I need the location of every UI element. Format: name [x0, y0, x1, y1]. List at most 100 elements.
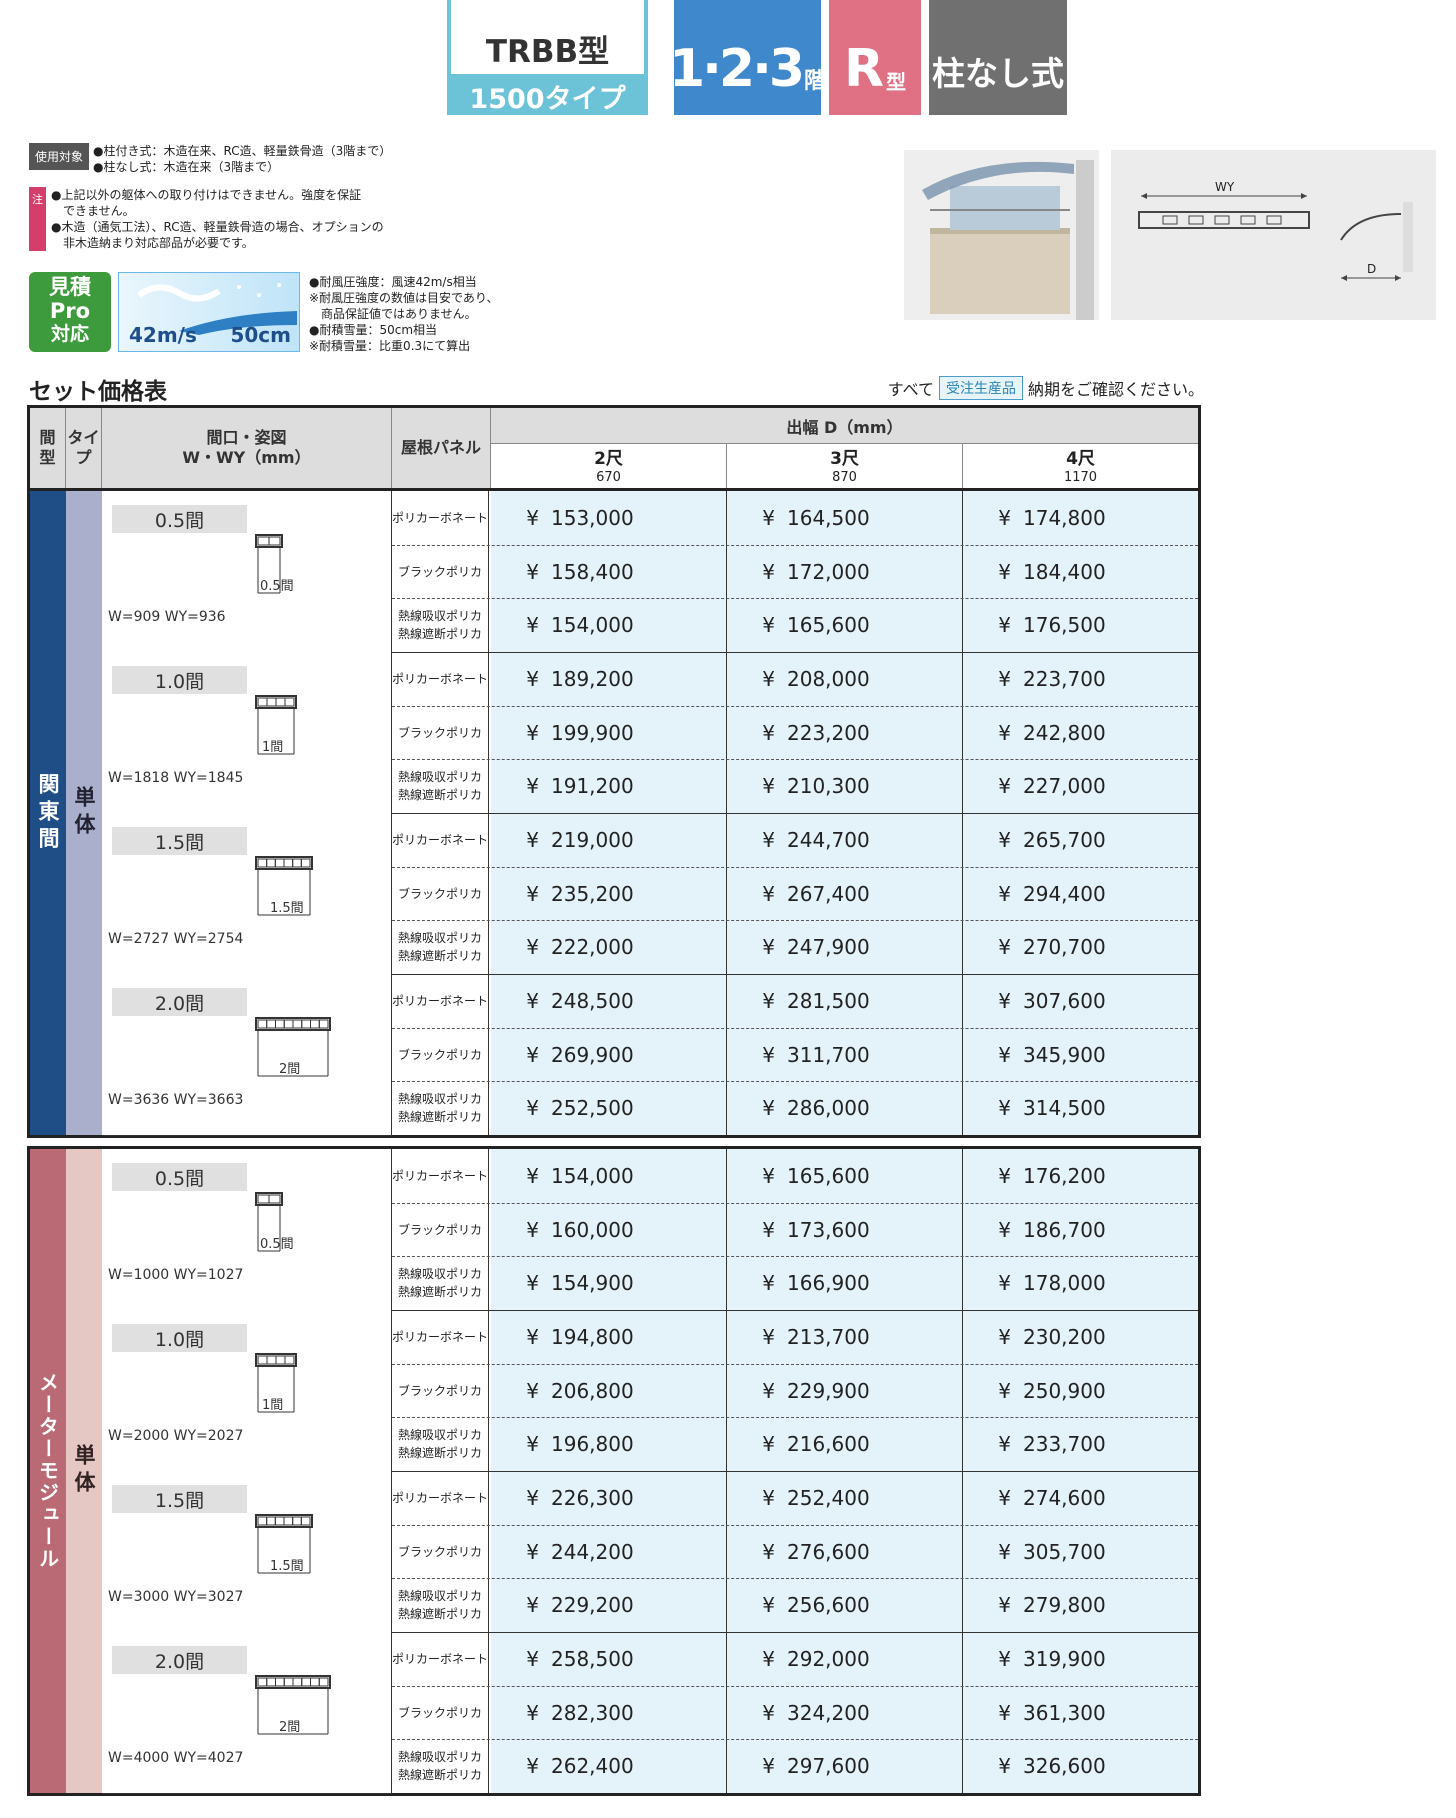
yen-sign: ¥ — [526, 720, 539, 745]
r-type-value: R — [843, 39, 885, 99]
yen-sign: ¥ — [998, 1096, 1011, 1121]
price-cell: ¥345,900 — [963, 1027, 1198, 1082]
panel-type: 熱線吸収ポリカ 熱線遮断ポリカ — [392, 1578, 489, 1633]
width-figure-icon — [255, 1514, 313, 1574]
header-type: タイ プ — [66, 408, 102, 488]
price-value: 206,800 — [551, 1378, 634, 1403]
yen-sign: ¥ — [762, 506, 775, 530]
yen-sign: ¥ — [526, 1217, 539, 1242]
panel-type: ポリカーボネート — [392, 813, 489, 867]
price-cell: ¥269,900 — [491, 1027, 727, 1082]
width-label: 0.5間 — [112, 505, 247, 533]
order-note: すべて 受注生産品 納期をご確認ください。 — [888, 376, 1204, 400]
row-divider — [392, 866, 1198, 868]
yen-sign: ¥ — [526, 774, 539, 799]
price-value: 307,600 — [1023, 989, 1106, 1013]
yen-sign: ¥ — [762, 1539, 775, 1564]
w-wy-value: W=4000 WY=4027 — [108, 1750, 244, 1766]
price-value: 219,000 — [551, 828, 634, 852]
price-value: 165,600 — [787, 613, 870, 638]
width-mark: 1間 — [262, 1398, 284, 1413]
yen-sign: ¥ — [526, 989, 539, 1013]
width-mark: 1.5間 — [270, 901, 304, 916]
price-cell: ¥210,300 — [727, 759, 963, 814]
price-cell: ¥154,000 — [491, 1149, 727, 1203]
note-tag: 注 — [29, 187, 46, 251]
yen-sign: ¥ — [762, 667, 775, 691]
width-figure-icon — [255, 1675, 331, 1735]
yen-sign: ¥ — [762, 1378, 775, 1403]
yen-sign: ¥ — [762, 1432, 775, 1457]
floors-badge: 1·2·3 階 — [669, 0, 826, 115]
price-value: 247,900 — [787, 935, 870, 960]
order-note-post: 納期をご確認ください。 — [1027, 380, 1204, 399]
price-value: 326,600 — [1023, 1754, 1106, 1779]
yen-sign: ¥ — [526, 1432, 539, 1457]
price-value: 274,600 — [1023, 1486, 1106, 1510]
price-cell: ¥311,700 — [727, 1027, 963, 1082]
w-wy-value: W=3636 WY=3663 — [108, 1092, 244, 1108]
price-cell: ¥276,600 — [727, 1524, 963, 1579]
yen-sign: ¥ — [762, 613, 775, 638]
price-value: 252,400 — [787, 1486, 870, 1510]
width-figure-icon — [255, 695, 297, 755]
width-label: 0.5間 — [112, 1163, 247, 1191]
price-cell: ¥258,500 — [491, 1632, 727, 1686]
price-value: 258,500 — [551, 1647, 634, 1671]
floors-suffix: 階 — [804, 69, 827, 94]
price-value: 153,000 — [551, 506, 634, 530]
price-cell: ¥222,000 — [491, 920, 727, 975]
panel-type: ブラックポリカ — [392, 1685, 489, 1740]
yen-sign: ¥ — [998, 506, 1011, 530]
price-cell: ¥226,300 — [491, 1471, 727, 1525]
price-value: 250,900 — [1023, 1378, 1106, 1403]
col-name: 4尺 — [1066, 449, 1095, 469]
price-cell: ¥324,200 — [727, 1685, 963, 1740]
price-value: 227,000 — [1023, 774, 1106, 799]
panel-type: 熱線吸収ポリカ 熱線遮断ポリカ — [392, 1081, 489, 1136]
header-depth: 出幅 D（mm） — [491, 408, 1198, 444]
width-label: 1.5間 — [112, 1485, 247, 1513]
row-divider — [392, 1256, 1198, 1258]
price-value: 208,000 — [787, 667, 870, 691]
price-value: 314,500 — [1023, 1096, 1106, 1121]
price-value: 265,700 — [1023, 828, 1106, 852]
header-col-4shaku: 4尺 1170 — [963, 444, 1198, 490]
price-value: 176,200 — [1023, 1164, 1106, 1188]
price-value: 184,400 — [1023, 559, 1106, 584]
price-cell: ¥326,600 — [963, 1739, 1198, 1794]
price-value: 210,300 — [787, 774, 870, 799]
price-cell: ¥219,000 — [491, 813, 727, 867]
model-name: TRBB型 — [447, 0, 648, 78]
width-figure-icon — [255, 534, 283, 594]
price-value: 324,200 — [787, 1700, 870, 1725]
price-cell: ¥160,000 — [491, 1202, 727, 1257]
price-cell: ¥223,700 — [963, 652, 1198, 706]
panel-type: ポリカーボネート — [392, 974, 489, 1028]
width-figure-icon — [255, 1017, 331, 1077]
price-cell: ¥247,900 — [727, 920, 963, 975]
usage-tag: 使用対象 — [29, 143, 90, 170]
price-value: 305,700 — [1023, 1539, 1106, 1564]
price-cell: ¥229,200 — [491, 1578, 727, 1633]
spec-notes: ●耐風圧強度：風速42m/s相当 ※耐風圧強度の数値は目安であり、 商品保証値で… — [309, 274, 498, 354]
price-value: 213,700 — [787, 1325, 870, 1349]
price-cell: ¥248,500 — [491, 974, 727, 1028]
price-value: 164,500 — [787, 506, 870, 530]
width-label: 1.0間 — [112, 1324, 247, 1352]
price-cell: ¥153,000 — [491, 491, 727, 545]
price-cell: ¥256,600 — [727, 1578, 963, 1633]
price-cell: ¥297,600 — [727, 1739, 963, 1794]
spec-line: ●耐風圧強度：風速42m/s相当 — [309, 275, 477, 289]
price-value: 230,200 — [1023, 1325, 1106, 1349]
yen-sign: ¥ — [998, 1271, 1011, 1296]
price-cell: ¥154,900 — [491, 1256, 727, 1311]
group-divider — [392, 1310, 1198, 1311]
group-divider — [392, 1471, 1198, 1472]
group-divider — [392, 652, 1198, 653]
yen-sign: ¥ — [526, 1700, 539, 1725]
